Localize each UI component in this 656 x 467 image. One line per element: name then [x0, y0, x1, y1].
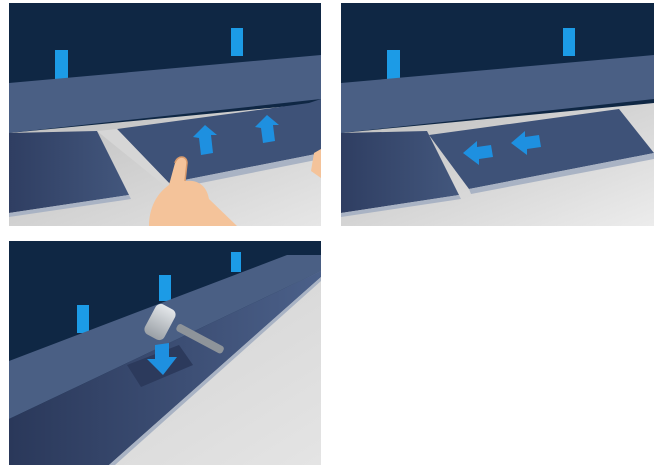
arrow-up-right: [255, 115, 279, 143]
wall-marker-middle: [159, 275, 171, 301]
wall-marker-right: [563, 28, 575, 56]
installed-plank-row: [9, 55, 321, 133]
step-2-panel: [341, 3, 654, 226]
step-2-illustration: [341, 3, 654, 226]
wall-marker-left: [77, 305, 89, 333]
arrow-left-1: [463, 141, 493, 165]
plank-edge-lower: [341, 195, 461, 217]
plank-edge: [109, 277, 321, 465]
wall-marker-right: [231, 252, 241, 272]
new-plank-edge: [469, 153, 654, 194]
installed-plank-strip: [9, 255, 321, 419]
wall-marker-left: [387, 50, 400, 80]
step-3-panel: [9, 241, 321, 465]
arrow-left-2: [511, 131, 541, 155]
rubber-mallet-icon: [144, 303, 224, 354]
hand-icon: [149, 149, 321, 226]
installed-plank-lower: [9, 131, 129, 213]
arrow-up-left: [193, 125, 217, 155]
step-3-illustration: [9, 241, 321, 465]
step-1-panel: [9, 3, 321, 226]
step-1-illustration: [9, 3, 321, 226]
wall-marker-right: [231, 28, 243, 56]
plank-edge-lower: [9, 195, 131, 217]
wall-marker-left: [55, 50, 68, 80]
new-plank-edge: [169, 153, 321, 189]
groove-gap: [97, 129, 169, 186]
new-plank: [429, 109, 654, 189]
installed-plank-lower: [341, 131, 459, 213]
installed-plank-row: [341, 55, 654, 133]
arrow-down: [147, 343, 177, 375]
